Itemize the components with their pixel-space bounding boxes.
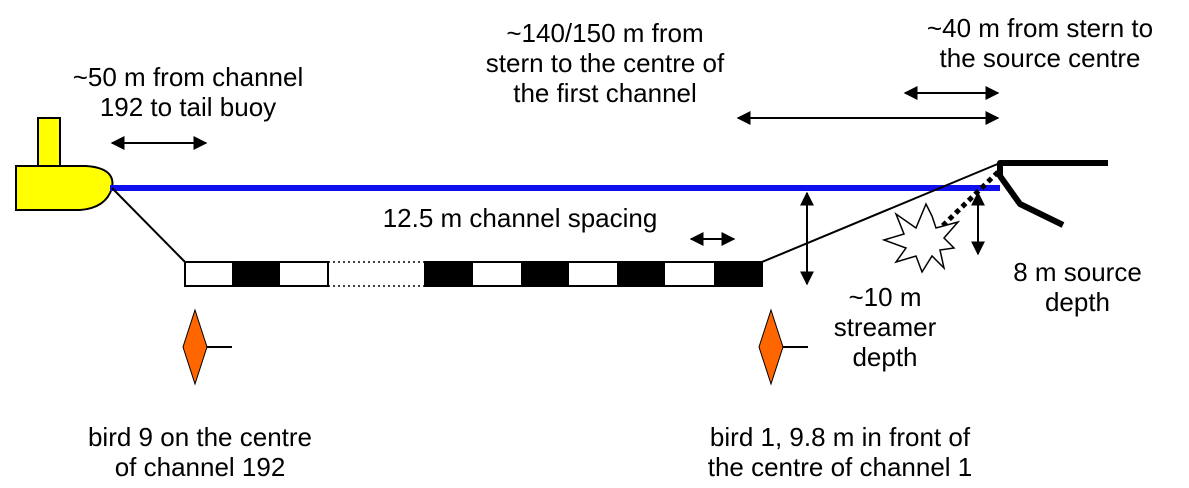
bird-diamond-icon [758, 308, 808, 386]
bird-diamond-icon [182, 308, 232, 386]
vessel-stern [997, 160, 1108, 228]
streamer-depth-label: ~10 m streamer depth [833, 282, 937, 372]
stern-to-source-label: ~40 m from stern to the source centre [926, 13, 1154, 73]
channel-spacing-label: 12.5 m channel spacing [382, 203, 658, 233]
streamer [184, 261, 763, 287]
bird-9-label: bird 9 on the centre of channel 192 [87, 422, 313, 482]
tail-buoy-rope [111, 187, 186, 263]
tail-buoy-icon [15, 117, 114, 211]
bird-1-label: bird 1, 9.8 m in front of the centre of … [707, 422, 973, 482]
stern-to-first-channel-label: ~140/150 m from stern to the centre of t… [485, 18, 725, 108]
source-depth-label: 8 m source depth [1013, 257, 1142, 317]
airgun-burst-icon [881, 202, 961, 274]
tail-buoy-distance-label: ~50 m from channel 192 to tail buoy [72, 62, 304, 122]
source-tow-line [928, 170, 1000, 240]
streamer-lead-in [761, 162, 1001, 263]
